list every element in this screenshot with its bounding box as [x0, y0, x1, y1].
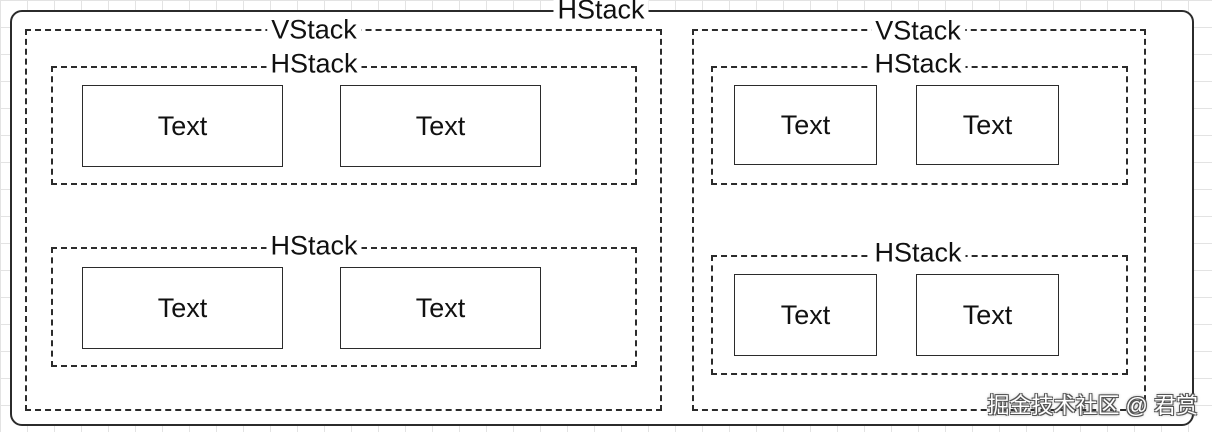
- root-hstack-label: HStack: [553, 0, 649, 24]
- right-bottom-hstack-label: HStack: [870, 239, 966, 267]
- text-box: Text: [340, 85, 541, 167]
- watermark: 掘金技术社区 @ 君赏: [987, 393, 1198, 418]
- text-box: Text: [734, 85, 877, 165]
- left-vstack-label: VStack: [267, 16, 361, 44]
- text-box: Text: [82, 85, 283, 167]
- text-box: Text: [916, 274, 1059, 356]
- left-top-hstack-label: HStack: [266, 50, 362, 78]
- text-box: Text: [734, 274, 877, 356]
- text-box: Text: [916, 85, 1059, 165]
- root-hstack-container: [10, 10, 1194, 426]
- right-top-hstack-label: HStack: [870, 50, 966, 78]
- text-box: Text: [340, 267, 541, 349]
- text-box: Text: [82, 267, 283, 349]
- left-bottom-hstack-label: HStack: [266, 232, 362, 260]
- right-vstack-label: VStack: [871, 17, 965, 45]
